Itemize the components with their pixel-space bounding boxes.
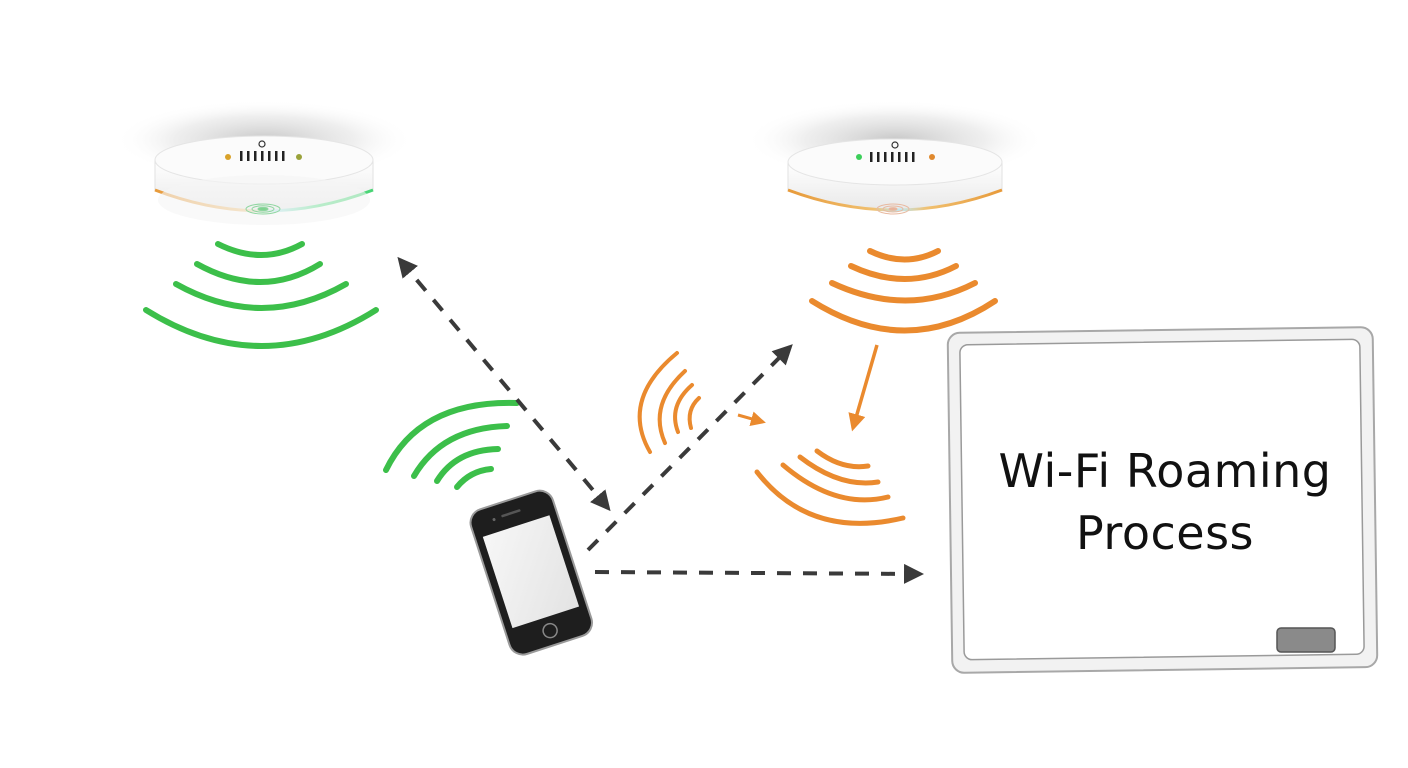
access-point-2	[745, 100, 1045, 215]
phone-board-link	[594, 563, 924, 584]
status-led-icon	[296, 154, 302, 160]
eraser-icon	[1276, 627, 1336, 653]
target-signal-waves-icon	[754, 448, 906, 526]
ap1-signal-waves-icon	[143, 241, 379, 349]
ap-logo-icon	[876, 203, 910, 215]
roaming-signal-waves-icon	[637, 351, 701, 454]
whiteboard	[946, 326, 1379, 674]
ap2-handoff-arrow	[848, 344, 879, 432]
phone-ap1-link	[397, 256, 611, 512]
roaming-hint-arrow	[737, 411, 766, 426]
phone-ap2-link	[586, 344, 793, 552]
status-led-icon	[929, 154, 935, 160]
phone-signal-waves-icon	[383, 399, 520, 490]
status-led-icon	[225, 154, 231, 160]
access-point-1	[114, 100, 414, 225]
vent-slots-icon	[870, 152, 915, 162]
phone-screen	[482, 515, 580, 629]
vent-slots-icon	[240, 151, 285, 161]
phone-home-button-icon	[542, 622, 558, 639]
dashed-connections	[397, 256, 924, 584]
ap-logo-icon	[245, 203, 281, 215]
whiteboard-title-line1: Wi-Fi Roaming	[998, 444, 1332, 498]
status-led-icon	[856, 154, 862, 160]
smartphone	[469, 489, 593, 656]
ap2-signal-waves-icon	[809, 248, 998, 334]
power-button-icon	[891, 141, 899, 149]
whiteboard-title-line2: Process	[1076, 506, 1254, 560]
power-button-icon	[258, 140, 266, 148]
whiteboard-title: Wi-Fi Roaming Process	[960, 440, 1370, 564]
